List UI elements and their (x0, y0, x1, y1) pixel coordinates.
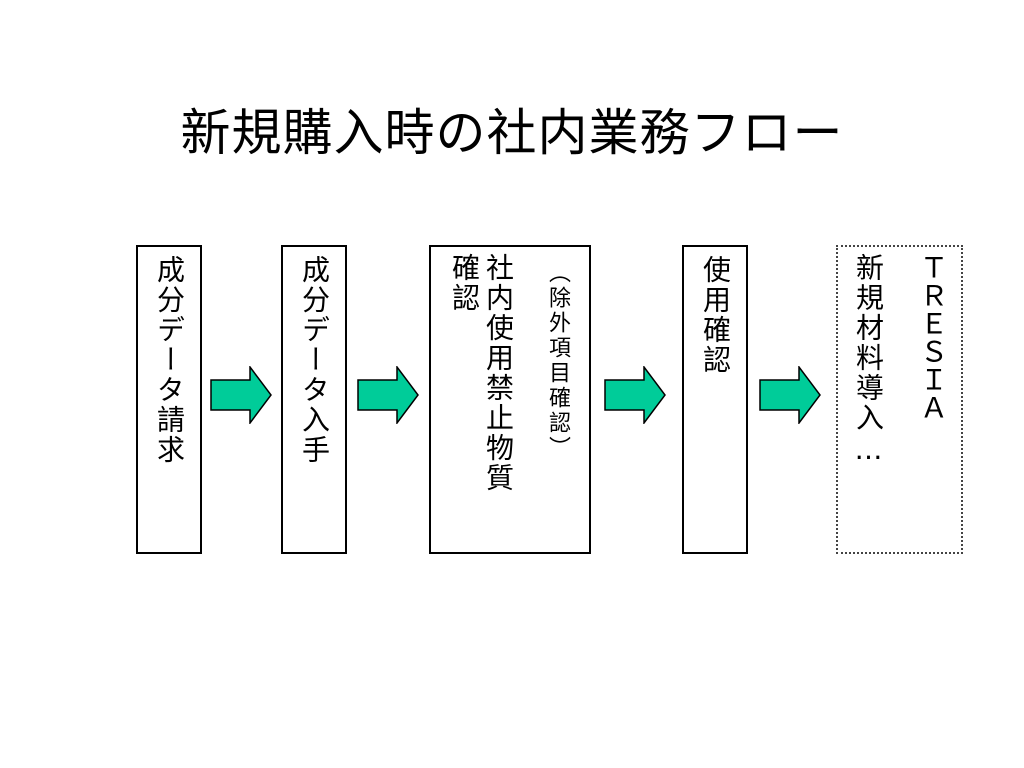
flow-step-prohibited-substance-check: （除外項目確認） 確認 社内使用禁止物質 (429, 245, 591, 554)
flow-step-tresia-registration: ＴＲＥＳＩＡ 新規材料導入… (836, 245, 963, 554)
flow-step-label-col2: 新規材料導入… (852, 253, 885, 468)
flow-step-label-col1: ＴＲＥＳＩＡ (916, 253, 949, 421)
flow-step-label-col2: 確認 (448, 253, 481, 313)
flow-step-label: 成分データ請求 (153, 255, 186, 465)
flow-step-request-data: 成分データ請求 (136, 245, 202, 554)
flow-step-label-col1: 社内使用禁止物質 (482, 253, 515, 493)
right-arrow-icon (210, 366, 272, 424)
page-title: 新規購入時の社内業務フロー (180, 104, 844, 162)
flow-step-label: 使用確認 (699, 255, 732, 375)
flow-step-note: （除外項目確認） (545, 261, 570, 461)
flow-step-receive-data: 成分データ入手 (281, 245, 347, 554)
right-arrow-icon (357, 366, 419, 424)
flow-step-usage-check: 使用確認 (682, 245, 748, 554)
flow-step-label: 成分データ入手 (298, 255, 331, 465)
right-arrow-icon (604, 366, 666, 424)
right-arrow-icon (759, 366, 821, 424)
